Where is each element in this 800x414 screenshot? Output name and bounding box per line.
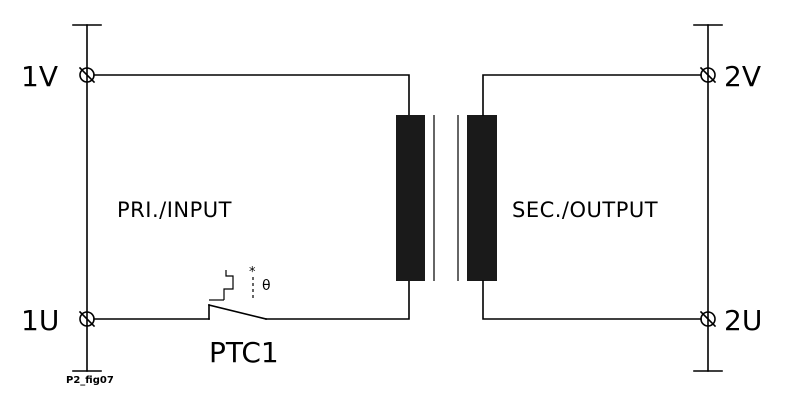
secondary-bottom-wire	[482, 280, 702, 320]
terminal-label-2v: 2V	[724, 60, 761, 93]
secondary-winding	[467, 115, 497, 281]
secondary-top-wire	[482, 74, 702, 116]
ptc-label: PTC1	[209, 336, 279, 369]
transformer-core	[433, 115, 459, 281]
terminal-label-1u: 1U	[21, 304, 59, 337]
primary-winding	[396, 115, 425, 281]
ptc-asterisk: *	[249, 265, 256, 280]
primary-side-label: PRI./INPUT	[117, 198, 232, 222]
terminal-label-1v: 1V	[21, 60, 58, 93]
terminal-label-2u: 2U	[724, 304, 762, 337]
figure-id: P2_fig07	[66, 375, 114, 386]
secondary-side-label: SEC./OUTPUT	[512, 198, 658, 222]
primary-top-wire	[93, 74, 410, 116]
ptc-switch	[208, 270, 267, 320]
primary-bottom-wire-right	[265, 280, 410, 320]
ptc-theta-symbol: θ	[262, 278, 271, 294]
